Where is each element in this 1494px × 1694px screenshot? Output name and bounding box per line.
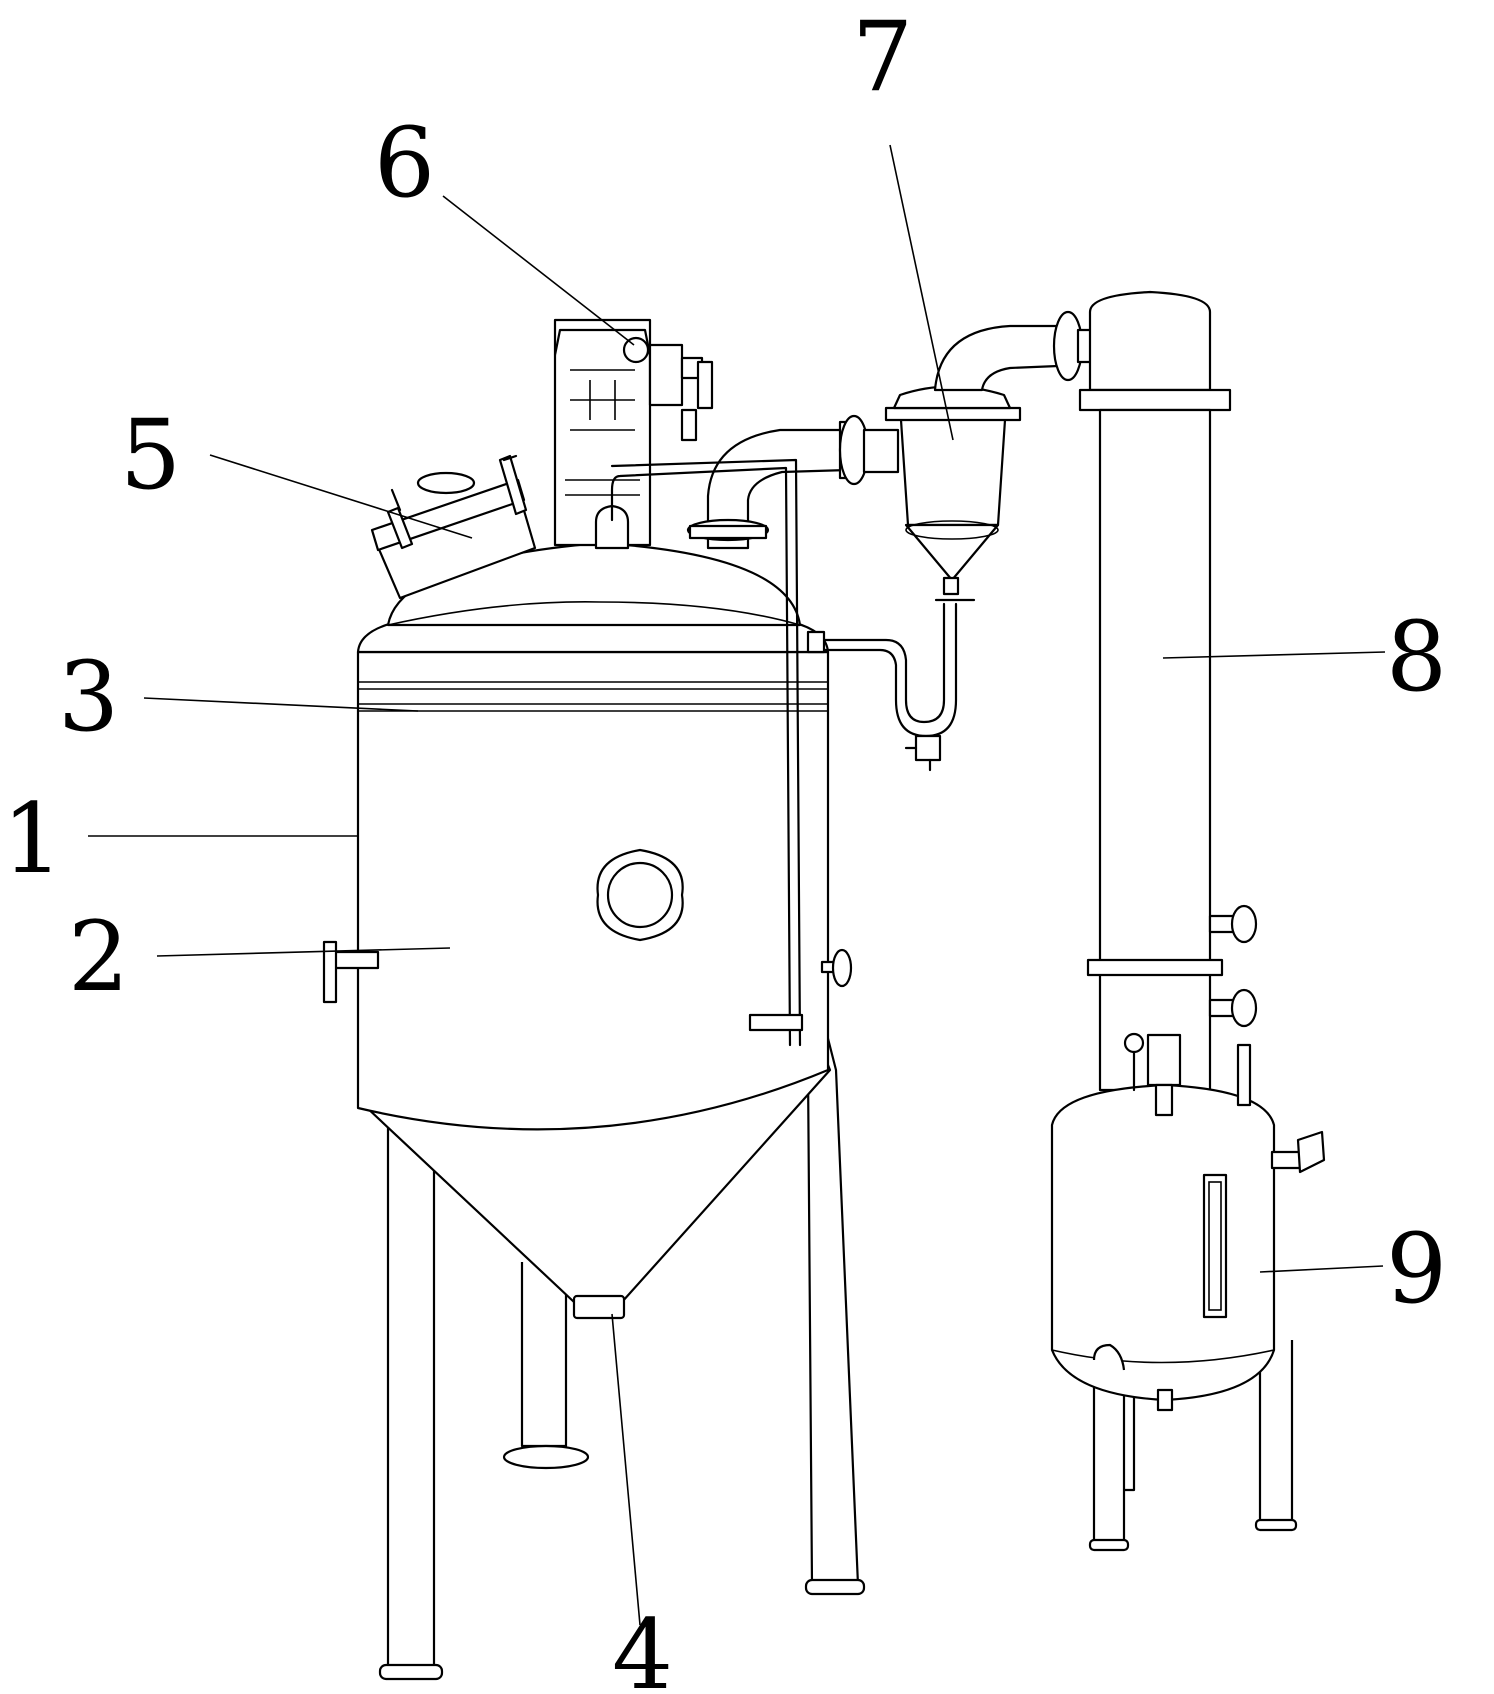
tank-legs xyxy=(378,998,866,1681)
top-manway xyxy=(370,454,537,600)
discharge-outlet xyxy=(572,1294,626,1320)
main-tank xyxy=(322,541,853,1320)
vapor-pipe xyxy=(610,414,900,1047)
label-4: 4 xyxy=(612,1599,673,1694)
label-9: 9 xyxy=(1386,1213,1447,1325)
receiver-tank xyxy=(1050,1032,1326,1412)
label-5: 5 xyxy=(120,399,181,511)
sight-glass xyxy=(596,848,684,942)
label-3: 3 xyxy=(58,641,119,753)
clamp-band xyxy=(358,681,828,712)
label-2: 2 xyxy=(68,901,129,1013)
callout-labels: 1 2 3 4 5 6 7 8 9 xyxy=(2,1,1447,1694)
condenser-column xyxy=(1078,290,1258,1092)
agitator-drive xyxy=(553,318,714,550)
separator xyxy=(806,310,1112,772)
label-8: 8 xyxy=(1386,601,1447,713)
leader-lines xyxy=(88,144,1386,1626)
receiver-legs xyxy=(1088,1340,1298,1552)
label-1: 1 xyxy=(2,783,63,895)
label-7: 7 xyxy=(852,1,913,113)
label-6: 6 xyxy=(374,107,435,219)
